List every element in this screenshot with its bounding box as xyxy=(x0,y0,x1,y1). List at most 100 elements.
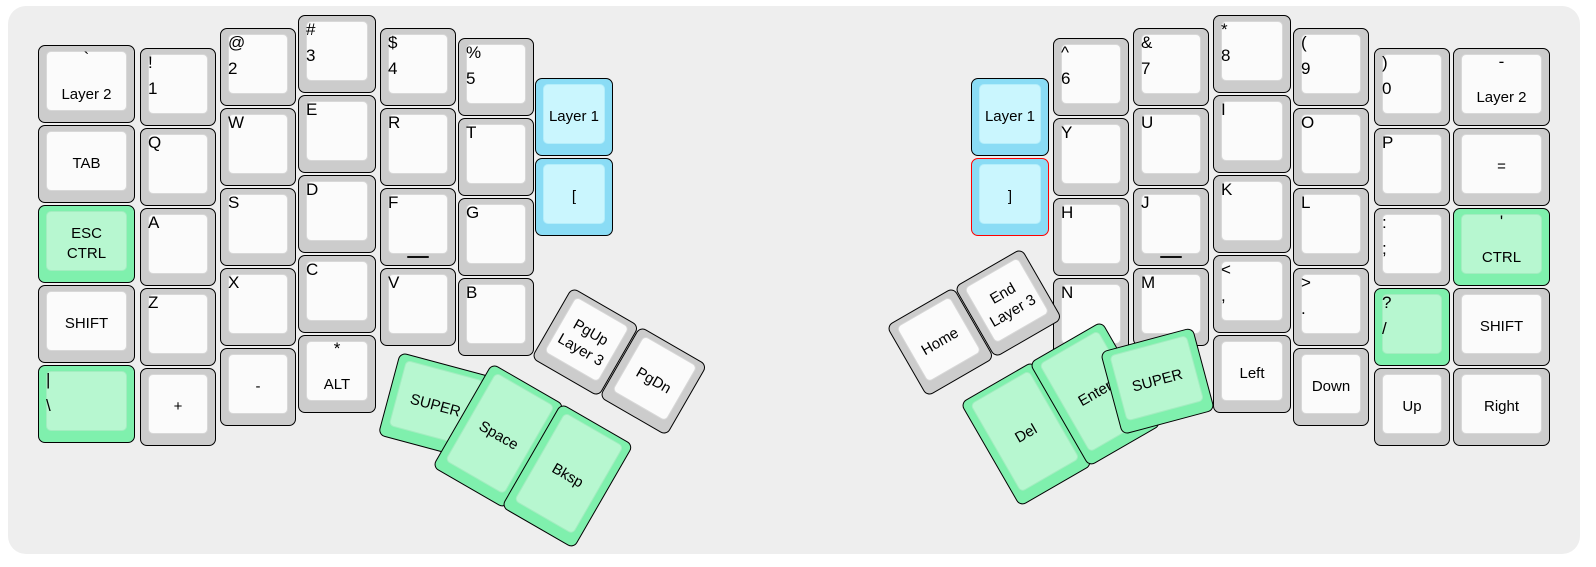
key-legend-top: C xyxy=(306,260,319,279)
key-r-c4-r4[interactable]: <, xyxy=(1213,255,1291,333)
key-l-c3-r2[interactable]: W xyxy=(220,108,296,186)
key-r-c2-r3[interactable]: H xyxy=(1053,198,1129,276)
key-r-c1-r2[interactable]: ] xyxy=(971,158,1049,236)
key-cap xyxy=(1141,114,1201,174)
key-legend-center: Right xyxy=(1483,398,1520,416)
key-legend-top: Z xyxy=(148,293,159,312)
key-r-c6-r3[interactable]: :; xyxy=(1374,208,1450,286)
key-cap xyxy=(1461,54,1542,114)
key-l-c3-r3[interactable]: S xyxy=(220,188,296,266)
key-l-c4-r5[interactable]: *ALT xyxy=(298,335,376,413)
key-l-c3-r4[interactable]: X xyxy=(220,268,296,346)
key-legend-bottom: ; xyxy=(1382,239,1387,258)
key-l-c7-r1[interactable]: Layer 1 xyxy=(535,78,613,156)
key-l-c7-r2[interactable]: [ xyxy=(535,158,613,236)
key-r-c5-r3[interactable]: L xyxy=(1293,188,1369,266)
key-legend-center: TAB xyxy=(72,155,101,173)
key-r-c7-r5[interactable]: Right xyxy=(1453,368,1550,446)
homing-bar-icon xyxy=(1160,255,1182,258)
key-cap xyxy=(1221,261,1283,321)
key-legend-center: CTRL xyxy=(1481,249,1522,267)
key-legend-center: Up xyxy=(1402,398,1422,416)
key-r-c5-r2[interactable]: O xyxy=(1293,108,1369,186)
key-r-c7-r1[interactable]: -Layer 2 xyxy=(1453,48,1550,126)
key-cap xyxy=(466,124,526,184)
key-l-c3-r1[interactable]: @2 xyxy=(220,28,296,106)
key-legend-top: : xyxy=(1382,213,1387,232)
key-l-c2-r2[interactable]: Q xyxy=(140,128,216,206)
key-r-c1-r1[interactable]: Layer 1 xyxy=(971,78,1049,156)
key-r-c6-r1[interactable]: )0 xyxy=(1374,48,1450,126)
key-l-c2-r4[interactable]: Z xyxy=(140,288,216,366)
key-legend-center: SHIFT xyxy=(1479,318,1524,336)
key-r-c6-r4[interactable]: ?/ xyxy=(1374,288,1450,366)
key-r-c3-r2[interactable]: U xyxy=(1133,108,1209,186)
key-legend-top: % xyxy=(466,43,482,62)
key-r-c2-r1[interactable]: ^6 xyxy=(1053,38,1129,116)
key-l-c4-r2[interactable]: E xyxy=(298,95,376,173)
key-legend-bottom: 7 xyxy=(1141,59,1151,78)
key-legend-top: | xyxy=(46,370,51,389)
key-r-c2-r2[interactable]: Y xyxy=(1053,118,1129,196)
key-l-c2-r1[interactable]: !1 xyxy=(140,48,216,126)
key-cap xyxy=(1461,294,1542,354)
key-legend-top: ! xyxy=(148,53,153,72)
key-l-c1-r4[interactable]: SHIFT xyxy=(38,285,135,363)
key-r-c6-r2[interactable]: P xyxy=(1374,128,1450,206)
key-r-c7-r3[interactable]: 'CTRL xyxy=(1453,208,1550,286)
key-r-c3-r1[interactable]: &7 xyxy=(1133,28,1209,106)
key-cap xyxy=(306,261,368,321)
key-cap xyxy=(1141,34,1201,94)
key-legend-top: > xyxy=(1301,273,1311,292)
key-legend-top: O xyxy=(1301,113,1315,132)
key-l-c3-r5[interactable]: - xyxy=(220,348,296,426)
key-l-c1-r1[interactable]: `Layer 2 xyxy=(38,45,135,123)
key-l-c6-r2[interactable]: T xyxy=(458,118,534,196)
key-l-c5-r3[interactable]: F xyxy=(380,188,456,266)
key-r-c7-r4[interactable]: SHIFT xyxy=(1453,288,1550,366)
key-r-c5-r5[interactable]: Down xyxy=(1293,348,1369,426)
key-l-c2-r5[interactable]: + xyxy=(140,368,216,446)
key-l-c5-r1[interactable]: $4 xyxy=(380,28,456,106)
key-l-c6-r4[interactable]: B xyxy=(458,278,534,356)
key-l-c1-r2[interactable]: TAB xyxy=(38,125,135,203)
key-legend-top: Y xyxy=(1061,123,1073,142)
key-legend-top: L xyxy=(1301,193,1311,212)
key-r-c4-r2[interactable]: I xyxy=(1213,95,1291,173)
key-r-c3-r3[interactable]: J xyxy=(1133,188,1209,266)
key-cap xyxy=(1061,44,1121,104)
key-legend-top: B xyxy=(466,283,478,302)
key-cap xyxy=(46,211,127,271)
key-legend-top: @ xyxy=(228,33,246,52)
key-l-c1-r5[interactable]: |\ xyxy=(38,365,135,443)
key-legend-bottom: , xyxy=(1221,286,1226,305)
key-legend-top: R xyxy=(388,113,401,132)
key-legend-top: G xyxy=(466,203,480,222)
key-legend-top: * xyxy=(333,339,341,358)
key-l-c4-r4[interactable]: C xyxy=(298,255,376,333)
key-r-c4-r5[interactable]: Left xyxy=(1213,335,1291,413)
key-l-c4-r1[interactable]: #3 xyxy=(298,15,376,93)
key-legend-top: F xyxy=(388,193,399,212)
key-l-c2-r3[interactable]: A xyxy=(140,208,216,286)
key-cap xyxy=(388,194,448,254)
key-l-c5-r4[interactable]: V xyxy=(380,268,456,346)
key-r-c5-r4[interactable]: >. xyxy=(1293,268,1369,346)
key-r-c4-r3[interactable]: K xyxy=(1213,175,1291,253)
key-legend-bottom: 3 xyxy=(306,46,316,65)
key-legend-top: W xyxy=(228,113,245,132)
key-r-c5-r1[interactable]: (9 xyxy=(1293,28,1369,106)
key-r-c4-r1[interactable]: *8 xyxy=(1213,15,1291,93)
key-r-c6-r5[interactable]: Up xyxy=(1374,368,1450,446)
key-r-c7-r2[interactable]: = xyxy=(1453,128,1550,206)
key-legend-top: < xyxy=(1221,260,1231,279)
key-legend-bottom: 1 xyxy=(148,79,158,98)
key-cap xyxy=(388,274,448,334)
key-legend-top: * xyxy=(1221,20,1228,39)
key-l-c5-r2[interactable]: R xyxy=(380,108,456,186)
key-l-c6-r1[interactable]: %5 xyxy=(458,38,534,116)
key-l-c6-r3[interactable]: G xyxy=(458,198,534,276)
key-l-c4-r3[interactable]: D xyxy=(298,175,376,253)
